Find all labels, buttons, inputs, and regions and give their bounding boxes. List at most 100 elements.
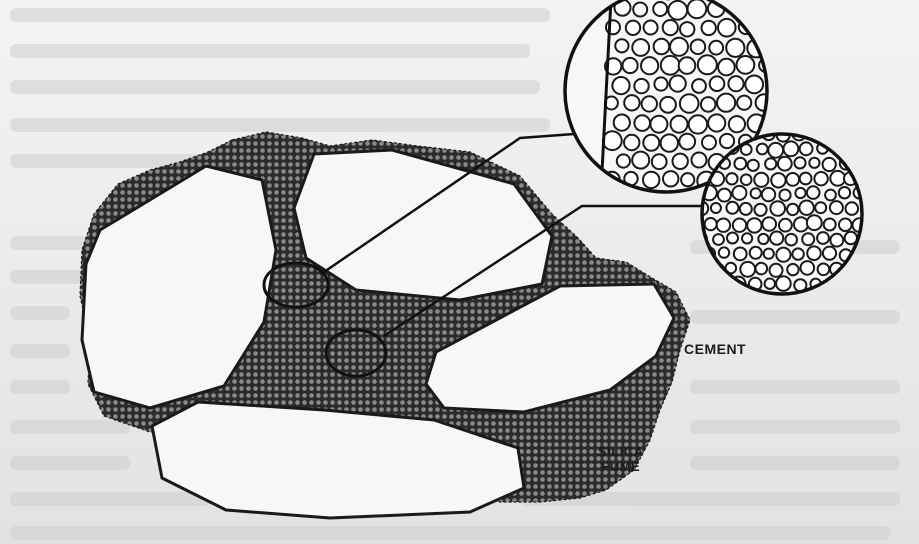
silica-fume-particle — [839, 219, 852, 232]
silica-fume-particle — [710, 76, 725, 91]
silica-fume-particle — [799, 201, 813, 215]
silica-fume-particle — [702, 136, 716, 150]
silica-fume-particle — [764, 249, 774, 259]
silica-fume-particle — [807, 246, 821, 260]
silica-fume-particle — [770, 264, 783, 277]
silica-fume-particle — [779, 219, 792, 232]
silica-fume-particle — [615, 39, 628, 52]
silica-fume-particle — [661, 134, 678, 151]
silica-fume-particle — [718, 19, 736, 37]
silica-fume-particle — [719, 247, 729, 257]
silica-fume-particle — [670, 38, 688, 56]
silica-fume-particle — [670, 76, 686, 92]
silica-fume-particle — [768, 143, 783, 158]
silica-fume-particle — [709, 41, 723, 55]
silica-fume-particle — [734, 248, 747, 261]
silica-fume-particle — [681, 173, 694, 186]
silica-fume-particle — [750, 247, 762, 259]
silica-fume-particle — [652, 154, 667, 169]
silica-fume-particle — [668, 1, 687, 20]
silica-fume-particle — [717, 94, 735, 112]
silica-fume-particle — [740, 203, 752, 215]
silica-fume-particle — [754, 204, 766, 216]
silica-fume-particle — [751, 188, 761, 198]
silica-fume-particle — [737, 96, 751, 110]
silica-fume-particle — [830, 201, 843, 214]
silica-fume-particle — [756, 263, 768, 275]
silica-fume-particle — [770, 232, 783, 245]
silica-fume-particle — [717, 219, 730, 232]
silica-fume-particle — [817, 232, 829, 244]
silica-fume-particle — [846, 202, 859, 215]
silica-fume-particle — [701, 97, 716, 112]
silica-fume-particle — [758, 234, 768, 244]
silica-fume-particle — [801, 261, 815, 275]
silica-fume-label-line1: SILICA — [598, 444, 644, 459]
silica-fume-particle — [741, 174, 752, 185]
silica-fume-particle — [680, 22, 694, 36]
silica-fume-particle — [795, 188, 805, 198]
silica-fume-particle — [671, 116, 688, 133]
silica-fume-particle — [762, 188, 775, 201]
silica-fume-particle — [718, 59, 735, 76]
silica-fume-particle — [830, 234, 843, 247]
silica-fume-particle — [713, 234, 724, 245]
silica-fume-particle — [711, 203, 721, 213]
silica-fume-particle — [787, 264, 798, 275]
silica-fume-particle — [612, 77, 629, 94]
silica-fume-particle — [643, 135, 659, 151]
silica-fume-particle — [778, 157, 792, 171]
silica-fume-particle — [673, 154, 688, 169]
silica-fume-particle — [705, 218, 717, 230]
silica-fume-particle — [807, 215, 822, 230]
silica-fume-particle — [641, 57, 658, 74]
silica-fume-particle — [698, 55, 717, 74]
silica-fume-particle — [663, 20, 678, 35]
silica-fume-particle — [632, 39, 649, 56]
silica-fume-particle — [825, 190, 836, 201]
silica-fume-particle — [737, 56, 755, 74]
silica-fume-particle — [729, 116, 745, 132]
silica-fume-particle — [720, 134, 734, 148]
silica-fume-particle — [680, 94, 699, 113]
silica-fume-particle — [727, 233, 738, 244]
silica-fume-particle — [726, 39, 744, 57]
silica-fume-particle — [765, 279, 775, 289]
silica-fume-particle — [809, 158, 819, 168]
silica-fume-particle — [650, 116, 667, 133]
silica-fume-particle — [617, 154, 630, 167]
silica-fume-particle — [815, 202, 826, 213]
silica-fume-particle — [654, 77, 667, 90]
silica-fume-particle — [776, 248, 790, 262]
silica-fume-particle — [765, 158, 776, 169]
silica-fume-particle — [814, 172, 827, 185]
silica-fume-particle — [728, 76, 743, 91]
silica-fume-particle — [634, 79, 648, 93]
silica-fume-particle — [754, 173, 768, 187]
silica-fume-particle — [823, 158, 836, 171]
cement-label: CEMENT — [684, 342, 746, 357]
silica-fume-particle — [661, 56, 680, 75]
silica-fume-label: SILICA FUME — [598, 444, 644, 474]
silica-fume-particle — [634, 115, 650, 131]
silica-fume-particle — [632, 152, 649, 169]
silica-fume-particle — [663, 171, 678, 186]
silica-fume-particle — [770, 201, 785, 216]
silica-fume-particle — [818, 264, 830, 276]
silica-fume-particle — [787, 204, 798, 215]
silica-fume-particle — [691, 40, 706, 55]
silica-fume-particle — [771, 173, 785, 187]
silica-fume-particle — [726, 202, 738, 214]
silica-fume-particle — [692, 153, 707, 168]
silica-fume-particle — [792, 248, 803, 259]
silica-fume-particle — [823, 247, 836, 260]
silica-fume-particle — [742, 233, 752, 243]
silica-fume-particle — [784, 141, 799, 156]
silica-fume-particle — [692, 79, 706, 93]
silica-fume-particle — [708, 114, 725, 131]
silica-fume-label-line2: FUME — [598, 459, 644, 474]
silica-fume-particle — [740, 262, 755, 277]
silica-fume-particle — [757, 144, 768, 155]
